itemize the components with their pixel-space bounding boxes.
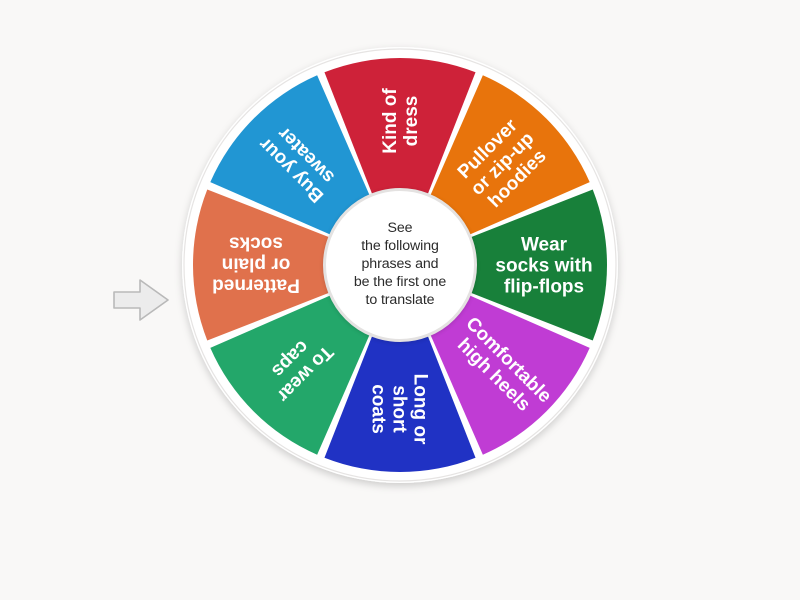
svg-text:Pulloveror zip-uphoodies: Pulloveror zip-uphoodies [452, 113, 553, 214]
svg-text:Long orshortcoats: Long orshortcoats [367, 374, 430, 445]
wheel-segment[interactable] [324, 57, 476, 266]
wheel-rim-outline [183, 48, 617, 482]
wheel-svg[interactable]: Kind ofdress Pulloveror zip-uphoodiesWear… [180, 45, 620, 485]
wheel-segment[interactable] [192, 189, 400, 341]
wheel-segment-label: Long orshortcoats [367, 374, 430, 445]
wheel-segment-label: Pulloveror zip-uphoodies [452, 113, 553, 214]
wheel-segment[interactable] [400, 189, 608, 341]
svg-text:Kind ofdress: Kind ofdress [380, 88, 422, 154]
hub-text: See the following phrases and be the fir… [353, 220, 447, 308]
arrow-right-icon [113, 279, 169, 321]
svg-text:Patternedor plainsocks: Patternedor plainsocks [212, 232, 300, 295]
wheel-hub: See the following phrases and be the fir… [323, 188, 477, 342]
wheel-segments[interactable]: Kind ofdress Pulloveror zip-uphoodiesWear… [192, 57, 608, 473]
wheel-segment-label: Kind ofdress [380, 88, 422, 154]
wheel-segment-label: Patternedor plainsocks [212, 232, 300, 295]
wheel-segment[interactable] [324, 265, 476, 473]
